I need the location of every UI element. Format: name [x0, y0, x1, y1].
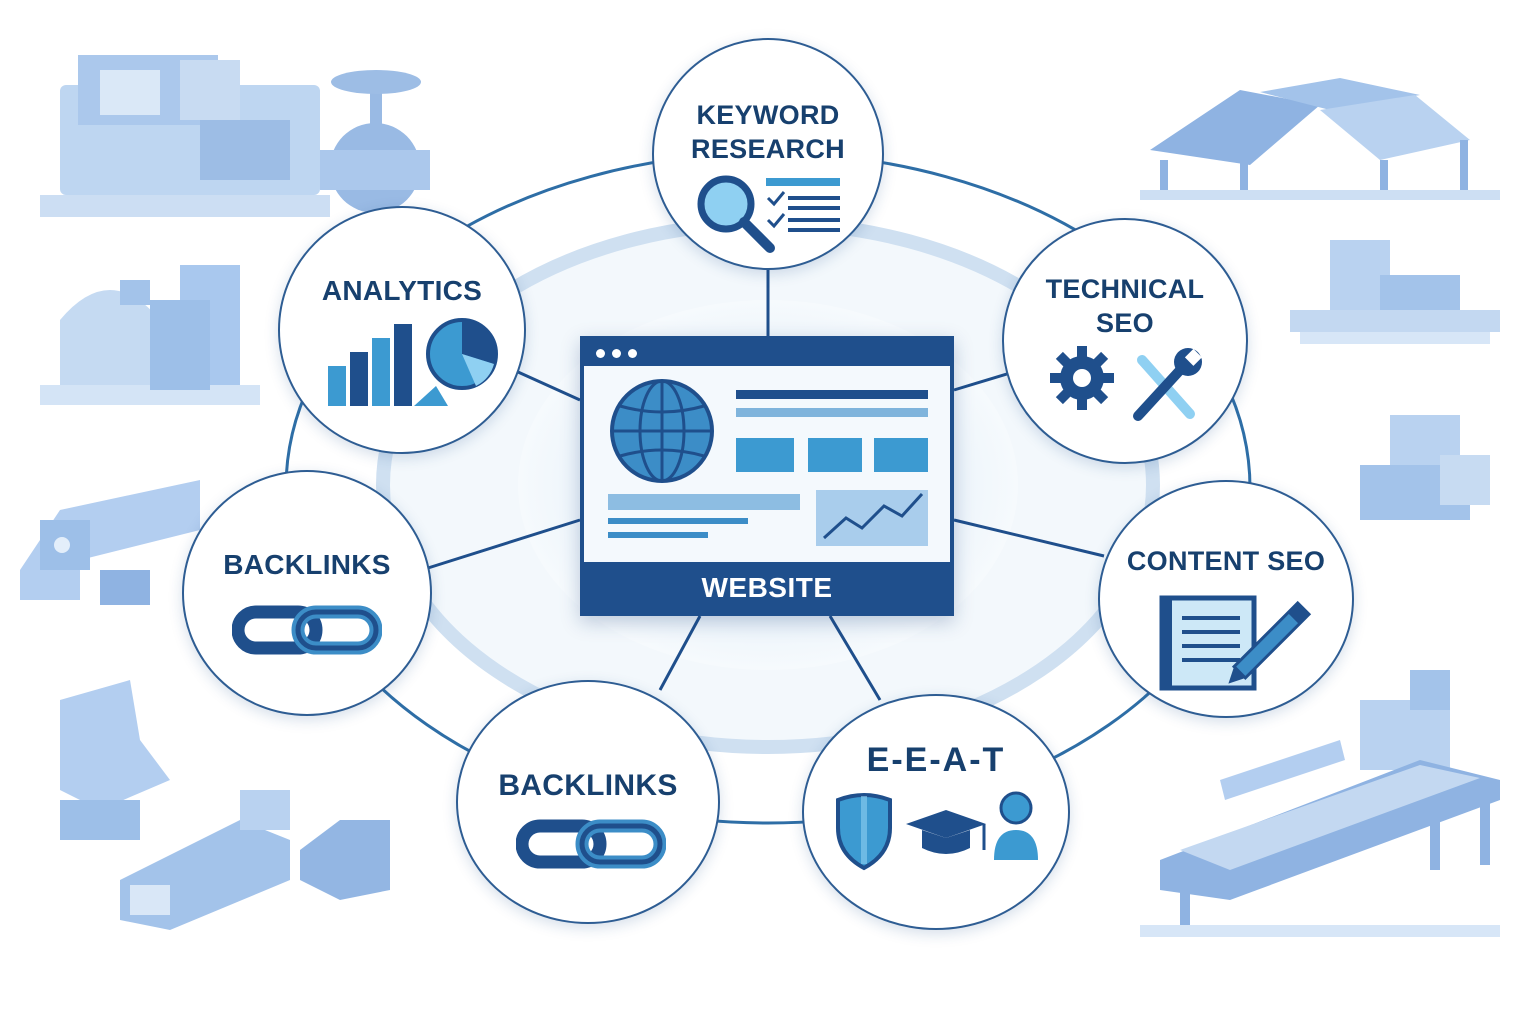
chain-link-icon: [232, 605, 382, 655]
content-line: [736, 408, 928, 417]
node-eeat: E-E-A-T: [802, 694, 1070, 930]
decor-machine-parts: [20, 480, 200, 605]
node-backlinks-bottom: BACKLINKS: [456, 680, 720, 924]
website-label: WEBSITE: [584, 562, 950, 612]
connector-lines: [427, 262, 1105, 701]
window-dot: [596, 349, 605, 358]
bar-pie-chart-icon: [328, 318, 498, 406]
window-dot: [612, 349, 621, 358]
shield-graduation-person-icon: [836, 791, 1038, 871]
window-dot: [628, 349, 637, 358]
label-line: SEO: [1096, 308, 1154, 338]
label-line: TECHNICAL: [1045, 274, 1205, 304]
content-block: [874, 438, 928, 472]
decor-boxes-pallet: [1290, 240, 1500, 344]
node-label: TECHNICAL SEO: [1004, 272, 1246, 340]
chain-link-icon: [516, 819, 666, 869]
label-line: KEYWORD: [696, 100, 840, 130]
trend-chart-icon: [816, 490, 928, 546]
decor-conveyor: [1140, 670, 1500, 937]
node-label: BACKLINKS: [498, 769, 678, 802]
decor-solar-panels: [1140, 78, 1500, 200]
magnifier-checklist-icon: [697, 175, 840, 253]
decor-mechanical-components: [60, 680, 390, 930]
content-line: [608, 518, 748, 524]
browser-title-bar: [584, 340, 950, 366]
node-backlinks-left: BACKLINKS: [182, 470, 432, 716]
label-line: RESEARCH: [691, 134, 845, 164]
content-block: [736, 438, 794, 472]
node-label: KEYWORD RESEARCH: [654, 98, 882, 166]
content-line: [608, 532, 708, 538]
website-card: WEBSITE: [580, 336, 954, 616]
decor-cnc-machine: [40, 55, 430, 217]
node-label: CONTENT SEO: [1126, 546, 1326, 576]
node-technical-seo: TECHNICAL SEO: [1002, 218, 1248, 464]
node-label: E-E-A-T: [866, 741, 1006, 779]
document-pencil-icon: [1159, 595, 1312, 691]
node-analytics: ANALYTICS: [278, 206, 526, 454]
content-heading-bar: [736, 390, 928, 399]
website-content: [608, 379, 928, 546]
gear-wrench-icon: [1050, 346, 1202, 421]
node-label: BACKLINKS: [223, 549, 391, 580]
content-block: [808, 438, 862, 472]
globe-icon: [610, 379, 714, 483]
content-banner: [608, 494, 800, 510]
node-label: ANALYTICS: [321, 275, 483, 306]
decor-stacked-boxes: [1360, 415, 1490, 520]
node-keyword-research: KEYWORD RESEARCH: [652, 38, 884, 270]
decor-industrial-building: [40, 265, 260, 405]
node-content-seo: CONTENT SEO: [1098, 480, 1354, 718]
